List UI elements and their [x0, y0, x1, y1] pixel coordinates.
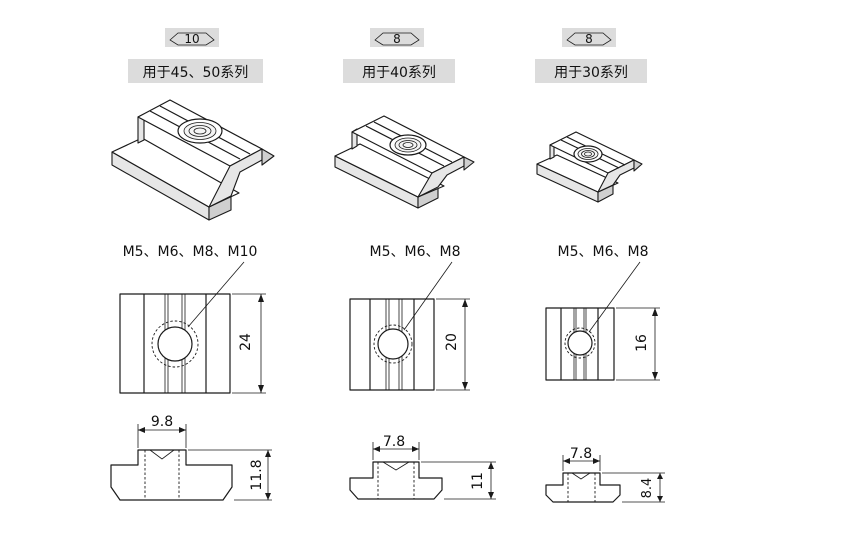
- t-nut-isometric-view: [536, 131, 643, 203]
- neck-width-dimension: 7.8: [383, 434, 405, 450]
- column-45-50-series: 10 用于45、50系列 M5、M6、M8、M10: [110, 28, 275, 501]
- total-height-dimension: 8.4: [640, 478, 655, 499]
- thread-sizes-label: M5、M6、M8: [558, 244, 649, 260]
- column-30-series: 8 用于30系列 M5、M6、M8: [535, 28, 665, 503]
- total-height-dimension: 11.8: [249, 459, 265, 490]
- t-nut-front-view: 16: [545, 261, 660, 381]
- t-nut-isometric-view: [334, 115, 475, 209]
- height-dimension: 16: [634, 334, 650, 352]
- slot-width-badge: 8: [562, 28, 616, 47]
- neck-width-dimension: 7.8: [570, 446, 592, 462]
- thread-sizes-label: M5、M6、M8: [370, 244, 461, 260]
- thread-sizes-label: M5、M6、M8、M10: [123, 244, 258, 260]
- column-40-series: 8 用于40系列 M5、M6、M8: [334, 28, 496, 500]
- t-nut-profile-view: 9.8 11.8: [110, 414, 272, 501]
- total-height-dimension: 11: [470, 472, 486, 490]
- t-nut-front-view: 20: [349, 261, 470, 391]
- t-nut-isometric-view: [111, 99, 275, 221]
- height-dimension: 24: [238, 333, 254, 351]
- series-label-text: 用于40系列: [362, 65, 436, 81]
- slot-width-badge: 8: [370, 28, 424, 47]
- slot-width-text: 8: [393, 32, 401, 46]
- height-dimension: 20: [444, 333, 460, 351]
- t-nut-profile-view: 7.8 11: [349, 434, 496, 500]
- neck-width-dimension: 9.8: [151, 414, 173, 430]
- t-nut-front-view: 24: [119, 261, 266, 394]
- series-label: 用于40系列: [343, 59, 455, 83]
- series-label: 用于45、50系列: [128, 59, 263, 83]
- series-label-text: 用于30系列: [554, 65, 628, 81]
- slot-width-badge: 10: [165, 28, 219, 47]
- slot-width-text: 10: [184, 32, 199, 46]
- slot-width-text: 8: [585, 32, 593, 46]
- series-label: 用于30系列: [535, 59, 647, 83]
- series-label-text: 用于45、50系列: [143, 65, 249, 81]
- t-nut-profile-view: 7.8 8.4: [545, 446, 665, 503]
